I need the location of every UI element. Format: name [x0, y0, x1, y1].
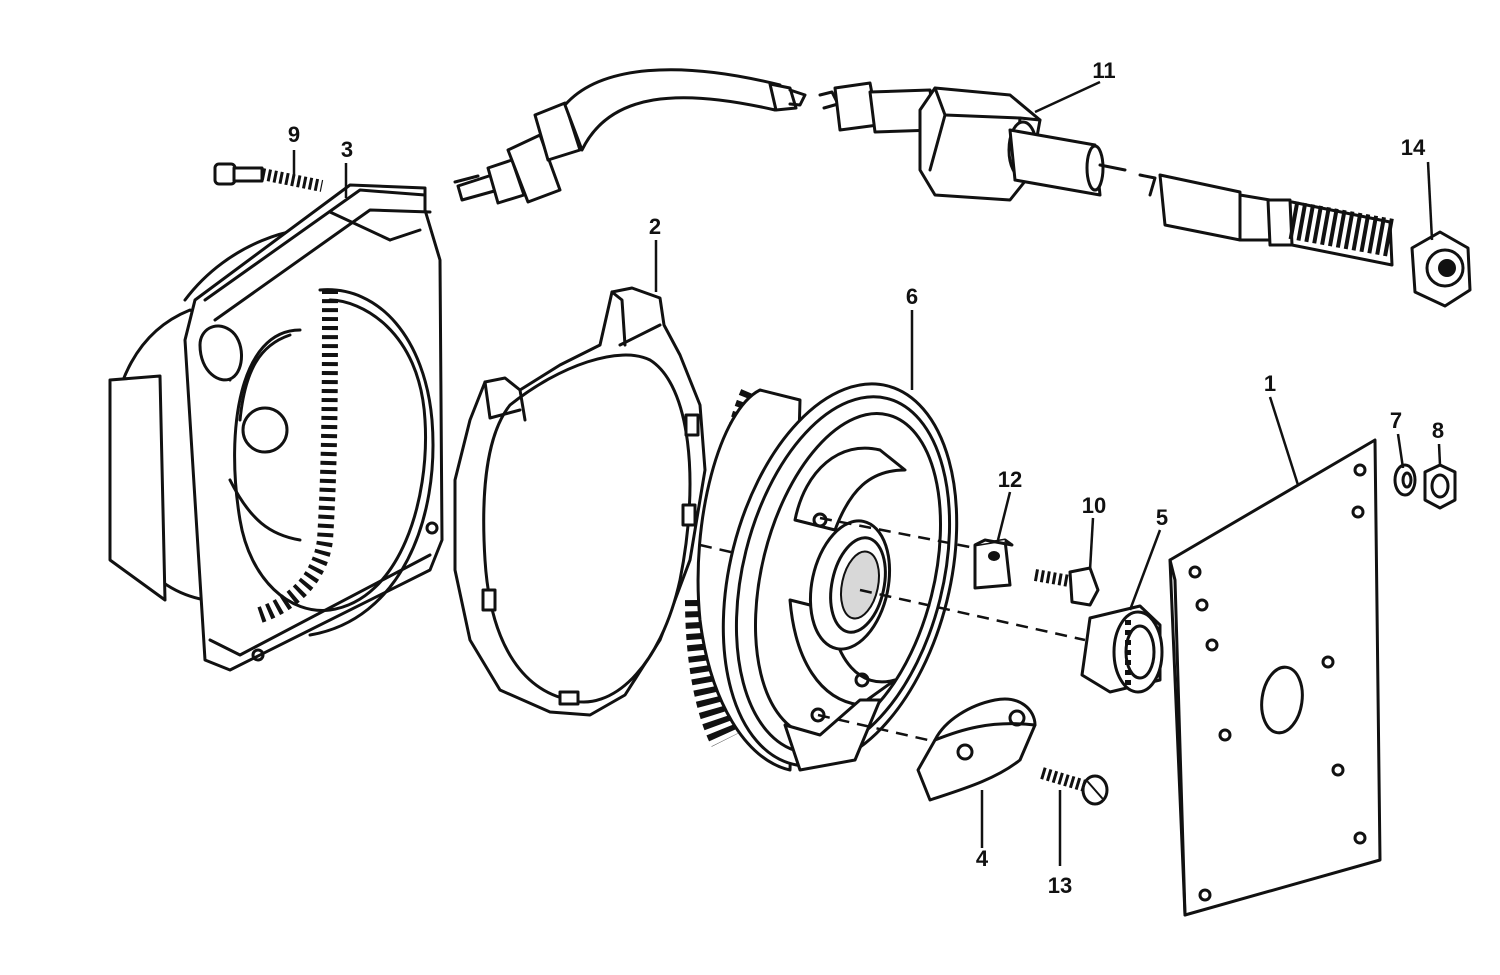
nut-part-14: [1410, 230, 1472, 308]
gear-housing-part-3: [108, 183, 444, 672]
threaded-shaft: [1138, 173, 1396, 267]
dashed-alignment-line: [819, 516, 976, 550]
callout-11: 11: [1092, 58, 1115, 83]
washer-part-7: [1393, 463, 1417, 497]
callout-labels: 9 3 2 6 11 14 1 7 8 12 10 5 4 13: [288, 58, 1444, 898]
bolt-part-10: [1033, 566, 1100, 607]
callout-14: 14: [1401, 135, 1426, 160]
callout-13: 13: [1048, 873, 1072, 898]
callout-7: 7: [1390, 408, 1402, 433]
callout-6: 6: [906, 284, 918, 309]
hub-part-5: [1080, 604, 1164, 694]
drum-gear-part-6: [685, 382, 959, 772]
callout-1: 1: [1264, 371, 1276, 396]
callout-8: 8: [1432, 418, 1444, 443]
shoe-part-4: [916, 697, 1037, 802]
callout-10: 10: [1082, 493, 1106, 518]
callout-3: 3: [341, 137, 353, 162]
sleeve-nut-part-11: [818, 81, 1127, 202]
nut-part-8: [1423, 463, 1457, 510]
cover-plate-part-1: [1168, 438, 1382, 917]
callout-leader-lines: [292, 80, 1442, 866]
bolt-part-9: [213, 162, 324, 192]
brake-band-part-2: [453, 286, 707, 717]
screw-part-13: [1040, 767, 1109, 806]
callout-5: 5: [1156, 505, 1168, 530]
callout-4: 4: [976, 846, 989, 871]
cable-assembly: [453, 68, 807, 205]
dashed-alignment-line: [817, 713, 951, 747]
plate-part-12: [973, 538, 1014, 590]
callout-12: 12: [998, 467, 1022, 492]
callout-2: 2: [649, 214, 661, 239]
callout-9: 9: [288, 122, 300, 147]
dashed-alignment-line: [699, 543, 736, 555]
